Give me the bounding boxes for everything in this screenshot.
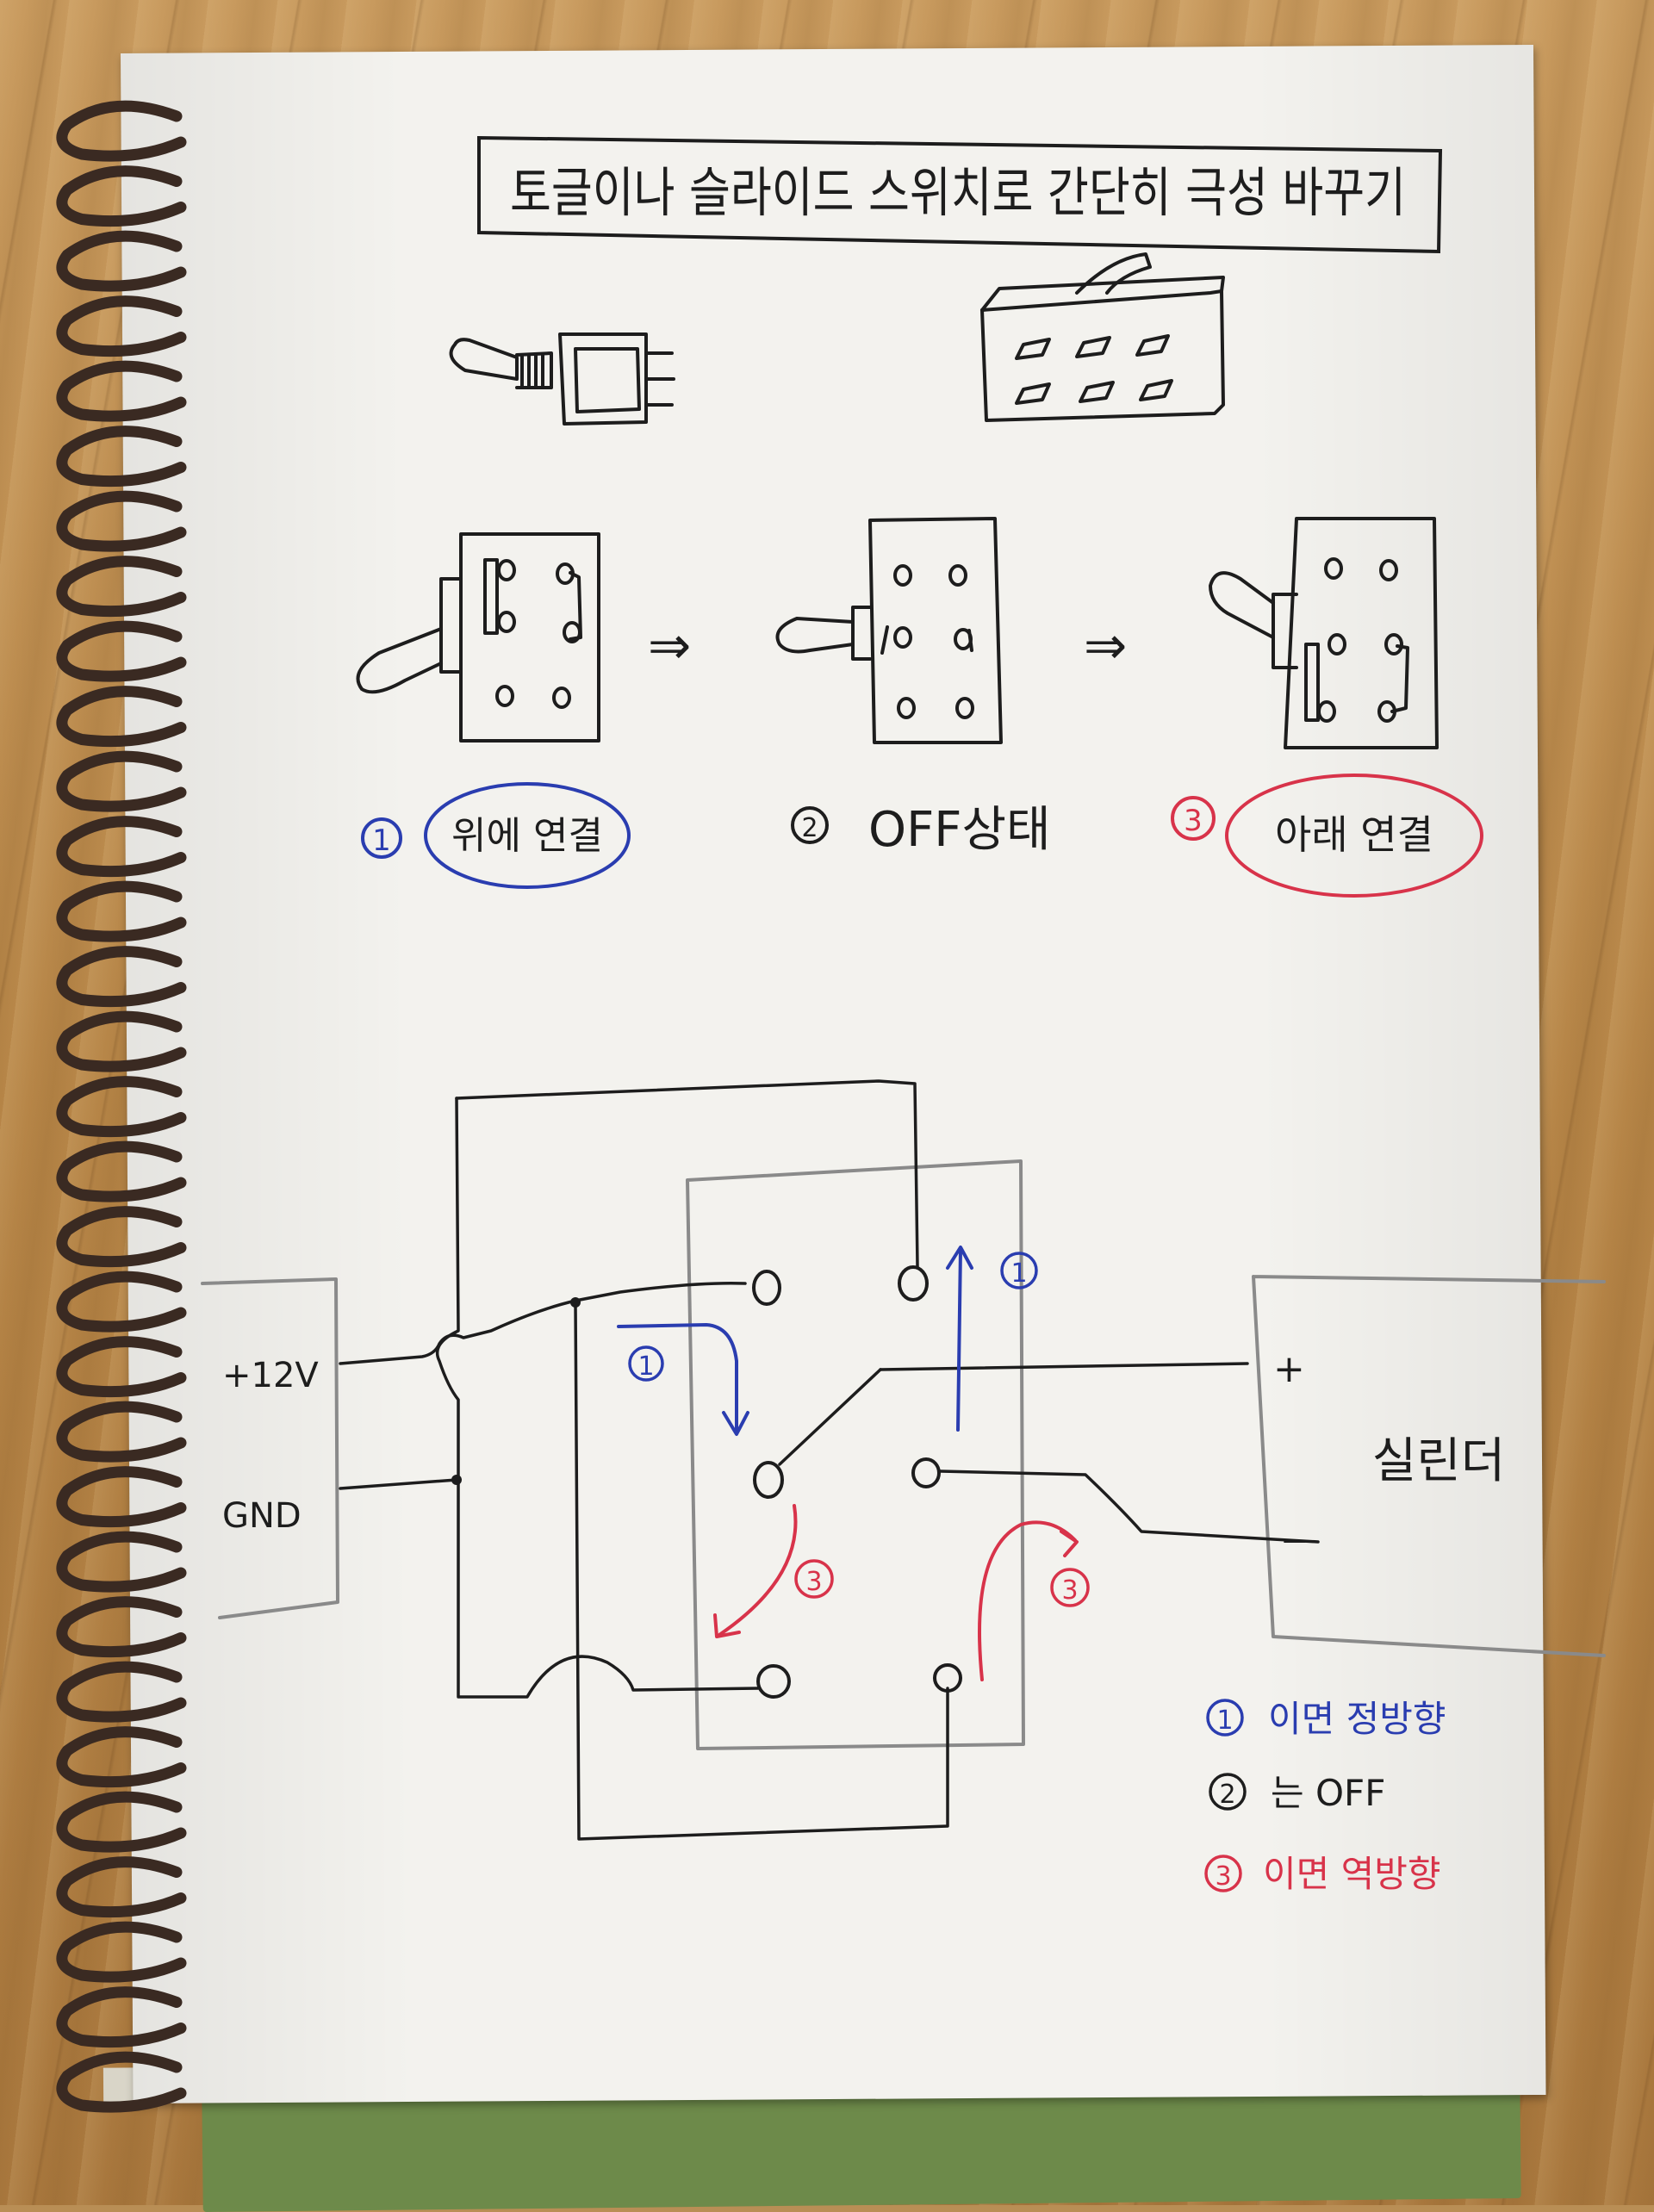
spiral-coil [56,230,187,292]
spiral-coil [56,1791,187,1853]
switch-state-3-diagram [1209,517,1439,749]
svg-text:이면 정방향: 이면 정방향 [1268,1698,1446,1740]
svg-text:는 OFF: 는 OFF [1271,1772,1385,1814]
power-plus-label: +12V [222,1356,319,1395]
wiring-diagram [201,1079,1606,1841]
title-box: 토글이나 슬라이드 스위치로 간단히 극성 바꾸기 [477,135,1443,254]
state-label-2: 2 OFF상태 [791,802,1051,858]
spiral-coil [56,1140,187,1202]
spiral-coil [56,1921,187,1983]
spiral-coil [56,295,187,357]
arrow-label-blue-b: 1 [1000,1252,1038,1289]
terminal-top-left [752,1270,781,1306]
legend: 1 이면 정방향 2 는 OFF 3 이면 역방향 [1204,1698,1446,1895]
state-2-label: OFF상태 [868,802,1051,858]
terminal-mid-left [753,1461,784,1499]
arrow-label-red-a: 3 [794,1559,834,1599]
switch-body-pencil [686,1159,1025,1750]
spiral-coil [56,946,187,1008]
svg-text:3: 3 [805,1567,822,1597]
spiral-coil [56,1661,187,1723]
svg-text:1: 1 [1010,1258,1027,1289]
cylinder-box [1252,1275,1606,1657]
spiral-coil [56,1010,187,1072]
state-label-3: 3 아래 연결 [1171,774,1483,898]
spiral-coil [56,2051,187,2113]
load-plus-label: + [1273,1347,1305,1391]
spiral-coil [56,750,187,812]
legend-item-2: 2 는 OFF [1209,1772,1385,1814]
spiral-coil [56,426,187,488]
svg-text:3: 3 [1184,804,1203,838]
spiral-coil [56,556,187,618]
spiral-coil [56,1336,187,1398]
legend-item-3: 3 이면 역방향 [1204,1853,1441,1895]
state-1-label: 위에 연결 [451,814,603,858]
arrow-2-to-3: ⇒ [1084,616,1127,676]
svg-text:1: 1 [1216,1706,1233,1736]
switch-state-2-diagram [775,517,1003,744]
svg-text:2: 2 [1219,1780,1235,1810]
title-text: 토글이나 슬라이드 스위치로 간단히 극성 바꾸기 [510,161,1406,224]
spiral-coil [56,1271,187,1333]
spiral-coil [56,360,187,422]
svg-text:이면 역방향: 이면 역방향 [1263,1853,1441,1895]
spiral-binding [56,100,187,2113]
spiral-coil [56,686,187,748]
arrow-label-red-b: 3 [1050,1568,1090,1607]
svg-text:3: 3 [1061,1575,1078,1606]
spiral-coil [56,1401,187,1463]
arrow-label-blue-a: 1 [628,1345,664,1382]
terminal-bottom-right [933,1663,962,1693]
switch-state-1-diagram [356,532,600,743]
spiral-coil [56,880,187,942]
spiral-coil [56,165,187,227]
spiral-coil [56,1206,187,1268]
spiral-coil [56,1726,187,1788]
state-label-1: 1 위에 연결 [361,782,631,889]
slide-switch-sketch [980,252,1225,422]
terminal-mid-right [911,1457,941,1488]
spiral-coil [56,1466,187,1528]
svg-text:1: 1 [637,1351,654,1382]
spiral-coil [56,490,187,552]
terminal-bottom-left [756,1664,791,1699]
power-gnd-label: GND [222,1496,302,1536]
toggle-switch-sketch [449,332,675,426]
cylinder-label: 실린더 [1372,1433,1506,1489]
legend-item-1: 1 이면 정방향 [1206,1698,1446,1740]
spiral-coil [56,1531,187,1593]
spiral-coil [56,1596,187,1658]
svg-text:2: 2 [801,813,818,843]
spiral-coil [56,100,187,162]
arrow-1-to-2: ⇒ [648,616,691,676]
spiral-coil [56,816,187,878]
terminal-top-right [898,1265,929,1302]
spiral-coil [56,620,187,682]
svg-text:1: 1 [372,823,391,858]
spiral-coil [56,1856,187,1918]
spiral-coil [56,1986,187,2048]
spiral-coil [56,1076,187,1138]
svg-text:3: 3 [1215,1861,1231,1892]
power-source-box [201,1277,339,1619]
load-minus-label: − [1280,1521,1309,1561]
state-3-label: 아래 연결 [1275,811,1433,858]
